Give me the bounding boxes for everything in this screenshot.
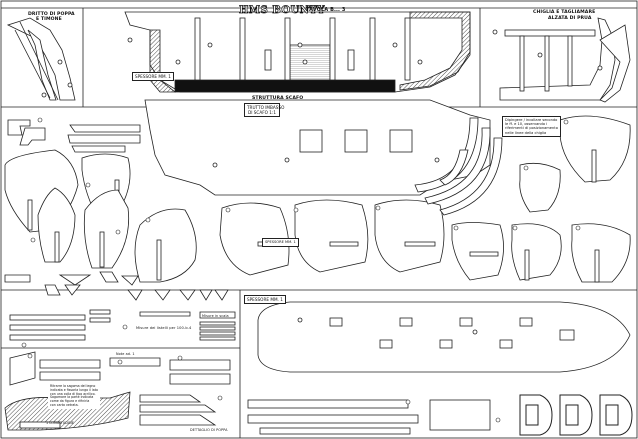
- label-stern-post-1: DRITTO DI POPPA: [28, 12, 75, 17]
- bottom-caption: DETTAGLIO DI POPPA: [190, 428, 228, 432]
- strip-dimensions-note: Misure dei listelli per 100-b.4: [136, 326, 192, 330]
- scale-note: Misure in scala: [202, 314, 229, 318]
- label-keel: CHIGLIA E TAGLIAMARE: [533, 10, 596, 15]
- thickness-tag-mid: SPESSORE MM. 1: [262, 238, 299, 247]
- label-bow: ALZATA DI PRUA: [548, 16, 592, 21]
- bottom-instruction: Ritrarre la sagoma del legno indicata e …: [48, 384, 100, 409]
- hull-detail-note: TRUTTO IMBASSO DI SCAFO 1:1: [244, 103, 284, 117]
- stern-post-rudder: [6, 17, 76, 101]
- label-hull-structure: STRUTTURA SCAFO: [252, 96, 304, 101]
- assembly-note: Dipingere / incollare secondo le ff. e 1…: [502, 116, 561, 137]
- small-parts-upper-left: [7, 119, 141, 153]
- hull-structure: [124, 11, 471, 93]
- curved-ribs: [414, 117, 503, 216]
- reference-markers: [21, 117, 581, 423]
- sheet-title: HMS BOUNTY: [239, 5, 326, 17]
- thickness-tag-deck: SPESSORE MM. 1: [244, 295, 286, 304]
- label-stern-post-2: E TIMONE: [36, 17, 62, 22]
- plate-number: TAVOLA B... 3: [306, 7, 346, 13]
- thickness-tag-top: SPESSORE MM. 1: [132, 72, 174, 81]
- frame-bulkheads: [4, 115, 631, 283]
- strip-parts-lower-left: [9, 309, 236, 426]
- gunwale-strips: [247, 399, 491, 435]
- small-note-2: Note ad. 1: [116, 352, 135, 356]
- small-triangular-parts: [4, 271, 229, 301]
- fairlead-set: [199, 321, 236, 341]
- deck-plan: [257, 301, 631, 373]
- bottom-tag: 1 LONGITUDINE: [46, 421, 74, 425]
- keel-and-bow: [492, 17, 631, 103]
- transom-pieces: [519, 394, 633, 436]
